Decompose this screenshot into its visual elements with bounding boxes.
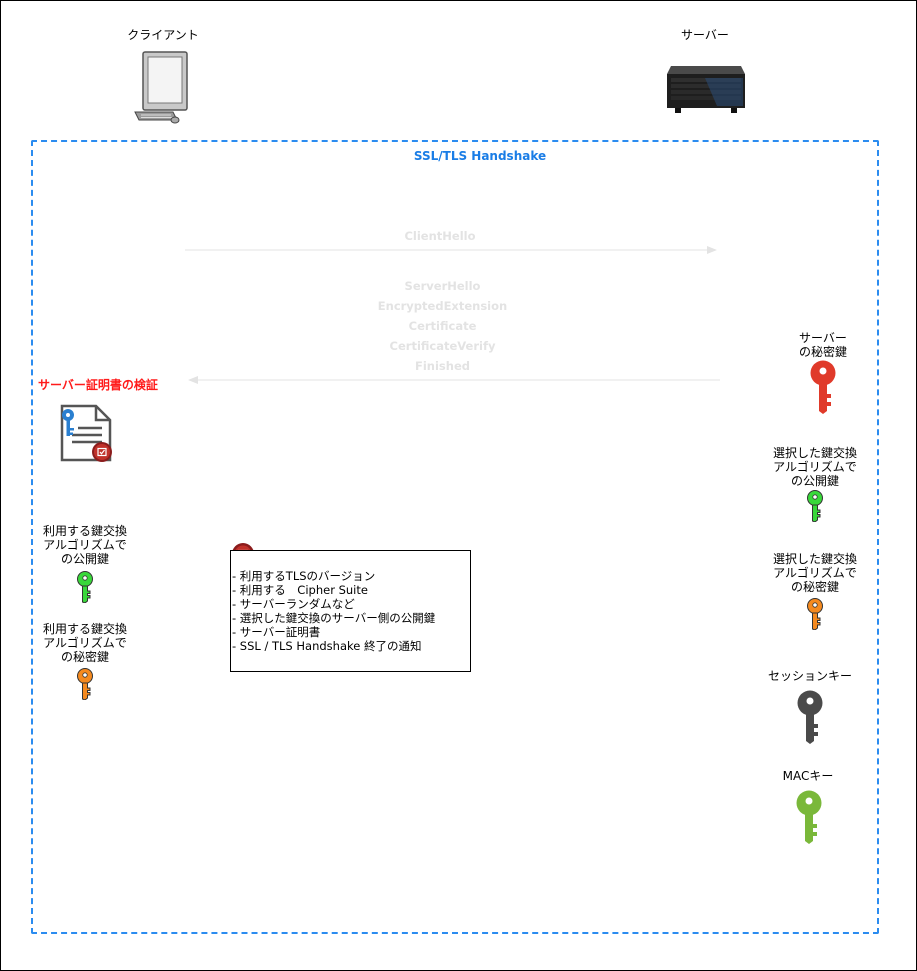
client-hello-label: ClientHello [404,229,476,243]
handshake-frame [31,140,879,934]
server-kex-public-label: 選択した鍵交換 アルゴリズムで の公開鍵 [772,446,857,488]
info-item: - 利用するTLSのバージョン [232,569,376,583]
mac-key-label: MACキー [782,769,834,783]
server-message: CertificateVerify [389,339,496,353]
client-kex-public-label: 利用する鍵交換 アルゴリズムで の公開鍵 [42,524,127,566]
server-info-box: - 利用するTLSのバージョン - 利用する Cipher Suite - サー… [230,550,471,672]
server-message: EncryptedExtension [377,299,508,313]
handshake-title: SSL/TLS Handshake [413,149,547,163]
server-private-key-label: サーバー の秘密鍵 [798,331,847,359]
server-message: Certificate [408,319,477,333]
key-icon [806,490,824,522]
session-key-label: セッションキー [767,669,852,683]
info-item: - サーバーランダムなど [232,597,355,611]
server-messages: ServerHello EncryptedExtension Certifica… [340,276,545,376]
info-item: - 利用する Cipher Suite [232,583,368,597]
client-hello-arrow [185,244,720,256]
server-message: Finished [415,359,470,373]
server-info-list: - 利用するTLSのバージョン - 利用する Cipher Suite - サー… [232,569,435,653]
info-item: - SSL / TLS Handshake 終了の通知 [232,639,422,653]
computer-icon [133,50,193,126]
key-icon [76,571,94,603]
client-label: クライアント [127,28,199,42]
verify-label: サーバー証明書の検証 [38,378,158,392]
key-icon [809,360,837,414]
server-response-arrow [185,374,720,386]
server-kex-private-label: 選択した鍵交換 アルゴリズムで の秘密鍵 [772,552,857,594]
server-label: サーバー [681,28,729,42]
info-item: - 選択した鍵交換のサーバー側の公開鍵 [232,611,436,625]
server-icon [665,60,747,116]
key-icon [795,790,823,844]
key-icon [796,690,824,744]
info-item: - サーバー証明書 [232,625,321,639]
certificate-icon [58,404,118,468]
server-message: ServerHello [404,279,481,293]
key-icon [76,668,94,700]
client-kex-private-label: 利用する鍵交換 アルゴリズムで の秘密鍵 [42,622,127,664]
key-icon [806,598,824,630]
